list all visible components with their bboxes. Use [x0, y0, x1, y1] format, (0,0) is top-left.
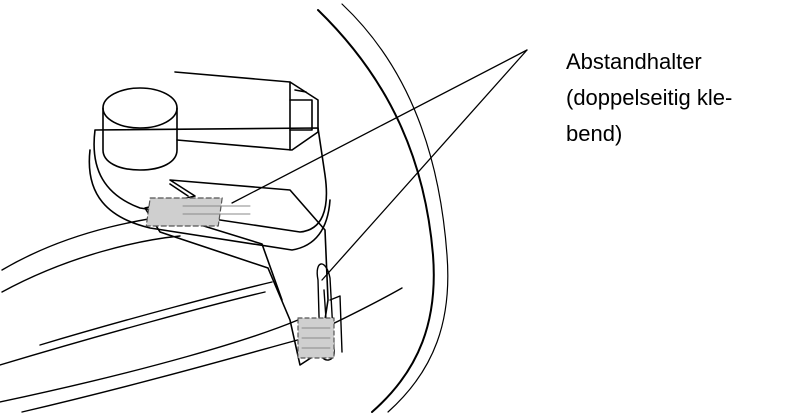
adhesive-pad-top: [145, 197, 251, 227]
sensor-base: [88, 127, 331, 251]
callout-line-2: (doppelseitig kle-: [566, 85, 733, 110]
sensor-head: [102, 71, 319, 171]
rim-arcs: [0, 211, 403, 413]
adhesive-pad-bottom: [297, 317, 335, 359]
spacer-callout-label: Abstandhalter (doppelseitig kle- bend): [566, 44, 781, 152]
tank-wall: [317, 3, 449, 413]
leader-lines: [231, 49, 528, 281]
callout-line-3: bend): [566, 121, 623, 146]
callout-line-1: Abstandhalter: [566, 49, 702, 74]
